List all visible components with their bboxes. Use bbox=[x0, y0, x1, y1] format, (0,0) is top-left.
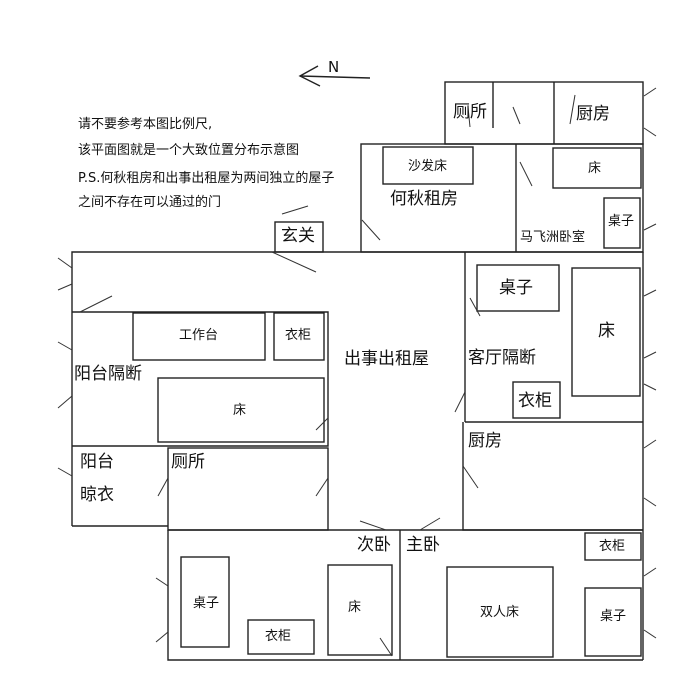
double-bed-shape bbox=[446, 566, 554, 658]
main-apartment-walls bbox=[71, 251, 644, 661]
bed-living-label: 床 bbox=[598, 321, 615, 341]
heqiu-room-label: 何秋租房 bbox=[390, 189, 458, 209]
ma-bedroom-label: 马飞洲卧室 bbox=[520, 230, 586, 245]
desk-master-shape bbox=[584, 587, 642, 657]
wardrobe-second-shape bbox=[247, 619, 315, 655]
note-line-4: 之间不存在可以通过的门 bbox=[78, 195, 222, 210]
bed-ma-label: 床 bbox=[588, 161, 602, 176]
bed-balcony-shape bbox=[157, 377, 325, 443]
balcony-partition-label: 阳台隔断 bbox=[74, 364, 142, 384]
desk-ma-label: 桌子 bbox=[608, 214, 635, 229]
wardrobe-master-label: 衣柜 bbox=[599, 539, 626, 554]
desk-master-label: 桌子 bbox=[600, 609, 627, 624]
north-arrow-icon bbox=[298, 65, 371, 87]
toilet-mid-label: 厕所 bbox=[171, 452, 205, 472]
second-bedroom-label: 次卧 bbox=[357, 535, 391, 555]
double-bed-label: 双人床 bbox=[480, 605, 520, 620]
door-window-ticks bbox=[57, 87, 657, 657]
incident-room-label: 出事出租屋 bbox=[344, 349, 429, 369]
note-line-3: P.S.何秋租房和出事出租屋为两间独立的屋子 bbox=[78, 171, 335, 186]
wardrobe-balcony-shape bbox=[273, 312, 325, 361]
workbench-label: 工作台 bbox=[179, 328, 219, 343]
wardrobe-balcony-label: 衣柜 bbox=[285, 328, 312, 343]
workbench-shape bbox=[132, 312, 266, 361]
bed-ma-shape bbox=[552, 147, 642, 189]
balcony-label: 阳台 bbox=[80, 452, 114, 472]
kitchen-right-label: 厨房 bbox=[468, 431, 502, 451]
desk-ma-shape bbox=[603, 197, 641, 249]
wardrobe-master-shape bbox=[584, 532, 642, 561]
sofa-bed-shape bbox=[382, 146, 474, 185]
entrance-label: 玄关 bbox=[281, 226, 315, 246]
desk-second-label: 桌子 bbox=[193, 596, 220, 611]
bed-second-label: 床 bbox=[348, 600, 362, 615]
wardrobe-living-label: 衣柜 bbox=[518, 391, 552, 411]
bed-balcony-label: 床 bbox=[233, 403, 247, 418]
desk-living-shape bbox=[476, 264, 560, 312]
sofa-bed-label: 沙发床 bbox=[408, 159, 448, 174]
bed-living-shape bbox=[571, 267, 641, 397]
master-bedroom-label: 主卧 bbox=[406, 535, 440, 555]
wardrobe-living-shape bbox=[512, 381, 561, 419]
living-partition-label: 客厅隔断 bbox=[468, 348, 536, 368]
note-line-1: 请不要参考本图比例尺, bbox=[78, 117, 213, 132]
wardrobe-second-label: 衣柜 bbox=[265, 629, 292, 644]
drying-label: 晾衣 bbox=[80, 485, 114, 505]
desk-living-label: 桌子 bbox=[499, 278, 533, 298]
bed-second-shape bbox=[327, 564, 393, 656]
desk-second-shape bbox=[180, 556, 230, 648]
north-label: N bbox=[328, 58, 340, 76]
note-line-2: 该平面图就是一个大致位置分布示意图 bbox=[78, 143, 300, 158]
kitchen-top-label: 厨房 bbox=[576, 104, 610, 124]
toilet-top-label: 厕所 bbox=[453, 102, 487, 122]
